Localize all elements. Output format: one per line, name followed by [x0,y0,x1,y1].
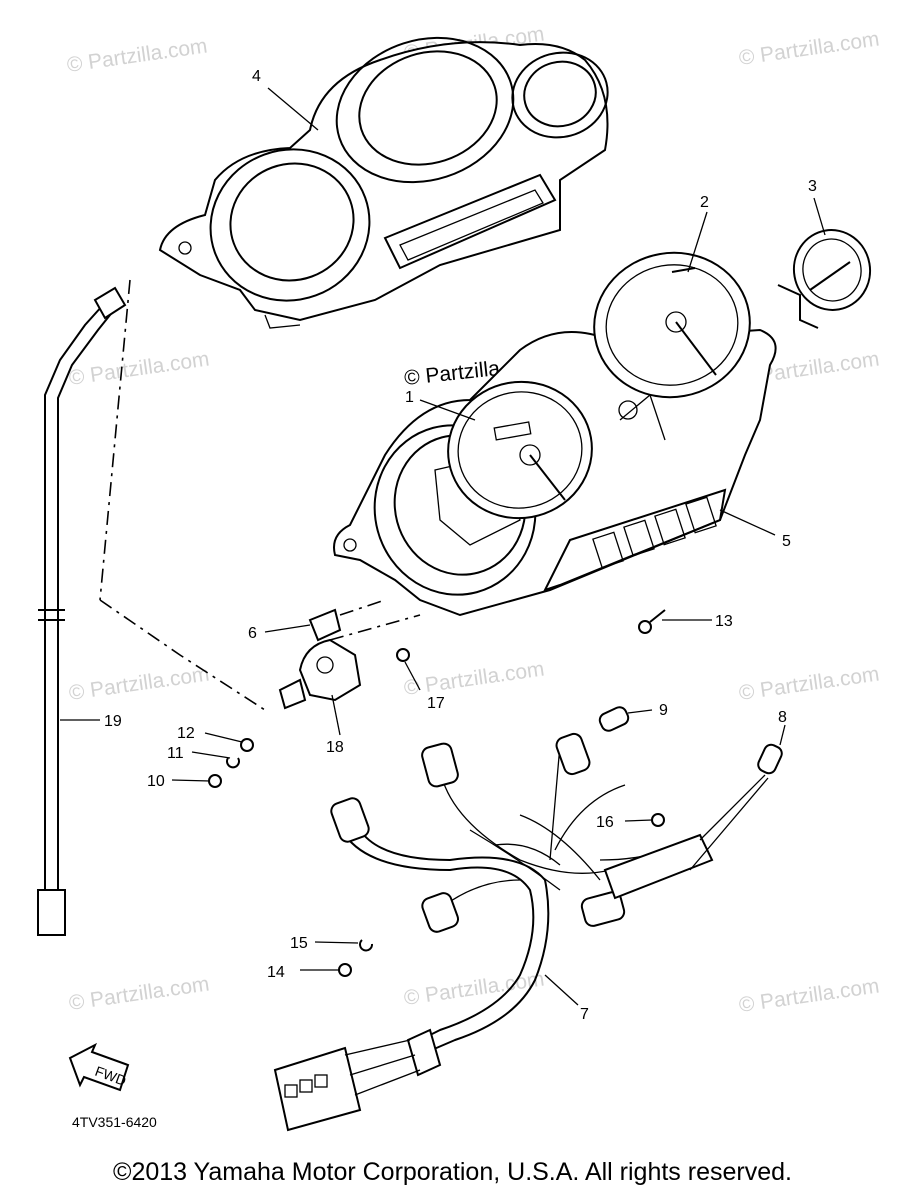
part-4-meter-cover [158,36,609,329]
callout-3: 3 [808,178,817,195]
part-1-speedometer [447,380,593,520]
callout-6: 6 [248,625,257,642]
watermark: © Partzilla.com [67,972,210,1014]
part-2-tachometer [593,251,751,399]
watermark: © Partzilla.com [67,662,210,704]
callout-5: 5 [782,533,791,550]
callout-11: 11 [167,745,184,762]
part-7-wire-harness [273,732,714,1132]
part-19-speedometer-cable [37,279,266,936]
part-16-screw [651,813,665,827]
watermark: © Partzilla.com [737,27,880,69]
callout-19: 19 [104,713,122,730]
diagram-ref-code: 4TV351-6420 [72,1114,157,1130]
leader-lines [60,87,826,1006]
callout-2: 2 [700,194,709,211]
callout-1: 1 [405,389,414,406]
part-9-bulb [598,706,630,732]
part-14-screw [338,963,352,977]
fwd-arrow: FWD [68,1042,130,1092]
watermark: © Partzilla.com [67,347,210,389]
watermark: © Partzilla.com [65,34,208,76]
callout-10: 10 [147,773,165,790]
part-8-bulb [689,743,783,871]
callout-12: 12 [177,725,195,742]
part-17-screw [396,648,410,662]
part-15-clip [359,939,373,952]
callouts: 1 2 3 4 5 6 7 8 9 10 11 12 13 14 15 16 1… [104,68,817,1023]
callout-9: 9 [659,702,668,719]
part-6-gear [308,599,386,642]
copyright-notice: ©2013 Yamaha Motor Corporation, U.S.A. A… [113,1158,792,1186]
callout-7: 7 [580,1006,589,1023]
callout-15: 15 [290,935,308,952]
callout-16: 16 [596,814,614,831]
callout-8: 8 [778,709,787,726]
part-18-drive-unit [278,614,421,710]
parts-10-12-hardware [208,738,254,788]
callout-13: 13 [715,613,733,630]
part-3-indicator-unit [777,229,872,329]
callout-4: 4 [252,68,261,85]
part-13-screw [638,609,666,634]
watermark: © Partzilla.com [402,967,545,1009]
callout-18: 18 [326,739,344,756]
watermark: © Partzilla.com [402,657,545,699]
callout-17: 17 [427,695,445,712]
callout-14: 14 [267,964,285,981]
watermark: © Partzilla.com [737,974,880,1016]
watermark: © Partzilla.com [737,662,880,704]
